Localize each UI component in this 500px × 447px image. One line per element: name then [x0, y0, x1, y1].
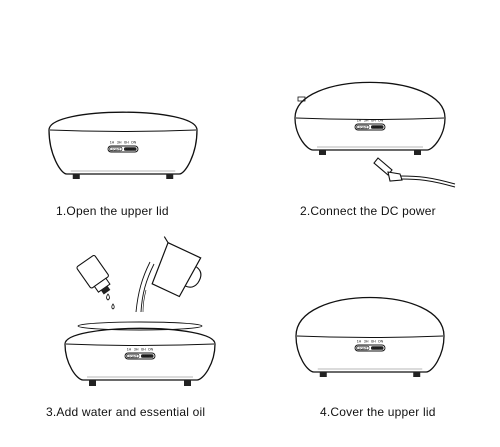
button-label: LIGHT: [128, 354, 138, 358]
reservoir-rim: [77, 321, 203, 331]
diffuser-body: [295, 296, 445, 373]
light-button: [356, 345, 370, 351]
water-stream: [135, 261, 155, 313]
drop: [111, 303, 115, 310]
button-label: LIGHT: [111, 147, 121, 151]
oil-drops: [106, 293, 115, 310]
step-2-caption: 2.Connect the DC power: [300, 204, 436, 218]
button-label: MIST: [143, 354, 151, 358]
cup-spout: [163, 236, 169, 243]
power-cable: [400, 175, 456, 185]
timer-label: ON: [148, 348, 154, 352]
mist-button: [124, 147, 137, 151]
drop: [106, 293, 110, 301]
plug-body: [387, 171, 403, 182]
timer-label: 1H: [357, 119, 362, 123]
timer-label: 1H: [357, 340, 362, 344]
lid-seam-line: [296, 335, 444, 338]
left-foot: [319, 372, 327, 377]
button-label: LIGHT: [358, 346, 368, 350]
timer-label: 3H: [134, 348, 139, 352]
step-4-caption: 4.Cover the upper lid: [320, 405, 436, 419]
timer-label: 6H: [141, 348, 146, 352]
cup-handle: [185, 266, 202, 288]
step-1-caption: 1.Open the upper lid: [56, 204, 169, 218]
timer-label: ON: [378, 340, 384, 344]
stream-line: [142, 289, 147, 313]
diffuser-body: [48, 111, 198, 175]
timer-label: 1H: [127, 348, 132, 352]
left-foot: [89, 380, 96, 386]
timer-label: 6H: [124, 141, 129, 145]
essential-oil-bottle: [76, 255, 111, 295]
light-button: [126, 353, 140, 359]
lid-seam-line: [49, 129, 197, 132]
diffuser-feet: [89, 380, 191, 386]
timer-label: 1H: [110, 141, 115, 145]
button-label: MIST: [126, 147, 134, 151]
mist-button: [371, 346, 384, 350]
diffuser-outline: [295, 296, 445, 373]
button-label: LIGHT: [358, 125, 368, 129]
stream-line: [135, 261, 151, 313]
timer-label: 3H: [364, 119, 369, 123]
light-button: [109, 146, 123, 152]
right-foot: [414, 150, 421, 155]
timer-label: 6H: [371, 119, 376, 123]
diffuser-feet: [319, 372, 421, 377]
right-foot: [184, 380, 191, 386]
left-foot: [319, 150, 326, 155]
stream-line: [140, 263, 155, 313]
diffuser-body: [294, 81, 446, 151]
timer-label: 6H: [371, 340, 376, 344]
timer-label: 3H: [117, 141, 122, 145]
lid-seam-line: [65, 343, 215, 346]
dc-power-plug: [373, 157, 456, 188]
mist-button: [371, 125, 384, 129]
timer-label: ON: [378, 119, 384, 123]
step-3-caption: 3.Add water and essential oil: [46, 405, 206, 419]
lid-seam-line: [295, 117, 445, 120]
top-tab: [297, 96, 306, 102]
mist-button: [141, 354, 154, 358]
button-label: MIST: [373, 346, 381, 350]
button-label: MIST: [373, 125, 381, 129]
timer-label: ON: [131, 141, 137, 145]
diffuser-feet: [72, 174, 174, 179]
diffuser-outline: [294, 81, 446, 151]
right-foot: [166, 174, 174, 179]
water-cup: [151, 236, 202, 298]
timer-label: 3H: [364, 340, 369, 344]
cup-body: [151, 241, 202, 298]
right-foot: [413, 372, 421, 377]
power-cable-edge: [400, 178, 456, 188]
diffuser-feet: [319, 150, 421, 155]
bottle-dropper: [100, 285, 111, 295]
left-foot: [72, 174, 80, 179]
diffuser-outline: [48, 111, 198, 175]
plug-head: [373, 157, 393, 176]
light-button: [356, 124, 370, 130]
